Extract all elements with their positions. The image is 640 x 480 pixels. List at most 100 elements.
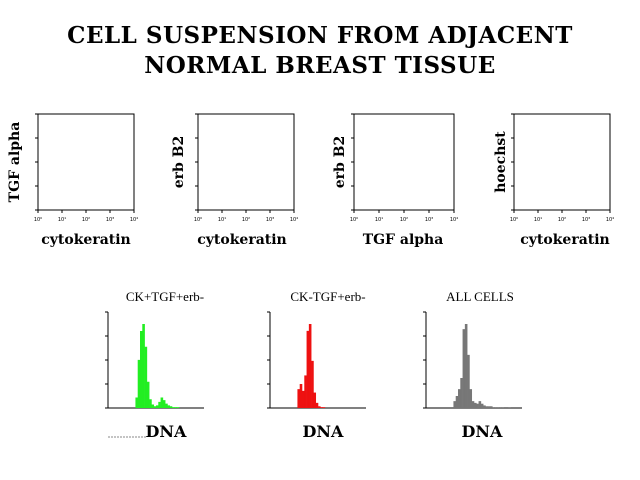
histogram-bar <box>135 397 139 408</box>
histogram-panel-3: ALL CELLS DNA <box>423 289 522 441</box>
histogram-bar <box>462 329 466 408</box>
histogram-bars <box>135 324 180 409</box>
x-tick-label: 10⁰ <box>350 217 358 223</box>
histogram-bar <box>320 407 323 408</box>
histogram-bar <box>158 401 161 409</box>
histogram-bar <box>153 406 157 408</box>
histogram-bars <box>297 324 326 408</box>
histogram-bar <box>478 401 482 408</box>
x-axis-label: cytokeratin <box>520 232 609 248</box>
histogram-bar <box>308 324 312 408</box>
histogram-bar <box>151 404 155 408</box>
histogram-bar <box>176 407 180 409</box>
histogram-bar <box>483 405 486 408</box>
scatter-panel-3: 10⁰ 10¹ 10² 10³ 10⁴ TGF alpha erb B2 <box>332 113 458 248</box>
figure-title-line-1: CELL SUSPENSION FROM ADJACENT <box>67 22 573 49</box>
histogram-bar <box>302 390 305 408</box>
x-tick-label: 10⁰ <box>510 217 518 223</box>
plot-frame <box>353 113 455 211</box>
y-axis-ticks <box>351 113 354 211</box>
histogram-bar <box>480 403 484 408</box>
y-axis-label: hoechst <box>493 131 509 193</box>
y-axis-label: erb B2 <box>332 136 348 189</box>
histogram-bar <box>469 389 473 408</box>
x-tick-label: 10³ <box>106 217 114 223</box>
histogram-bar <box>137 359 141 409</box>
x-tick-label: 10³ <box>425 217 433 223</box>
x-tick-label: 10⁰ <box>34 217 42 223</box>
x-axis-label: cytokeratin <box>197 232 286 248</box>
histogram-panel-1: CK+TGF+erb- DNA <box>105 289 204 441</box>
histogram-bar <box>490 406 493 408</box>
x-tick-label: 10¹ <box>534 217 542 223</box>
histogram-bar <box>165 403 168 409</box>
histogram-bar <box>297 389 301 408</box>
histogram-bar <box>460 378 463 408</box>
x-tick-label: 10² <box>558 217 566 223</box>
histogram-bar <box>318 406 321 408</box>
y-axis-ticks <box>195 113 198 211</box>
x-axis-label: DNA <box>146 422 188 441</box>
x-tick-label: 10⁴ <box>450 217 458 223</box>
histogram-bar <box>458 389 461 408</box>
histogram-bar <box>299 384 303 408</box>
histogram-bar <box>501 407 505 408</box>
histogram-bar <box>304 375 307 408</box>
x-axis-label: cytokeratin <box>41 232 130 248</box>
histogram-bar <box>453 401 457 408</box>
x-axis-ticks: 10⁰ 10¹ 10² 10³ 10⁴ <box>194 210 298 223</box>
histogram-bar <box>499 407 502 408</box>
x-tick-label: 10⁴ <box>290 217 298 223</box>
x-tick-label: 10⁰ <box>194 217 202 223</box>
histogram-bar <box>146 381 150 408</box>
x-axis-ticks: 10⁰ 10¹ 10² 10³ 10⁴ <box>350 210 458 223</box>
histogram-bar <box>174 407 177 409</box>
histogram-panel-2: CK-TGF+erb- DNA <box>267 289 366 441</box>
x-tick-label: 10¹ <box>375 217 383 223</box>
histogram-bar <box>169 406 173 408</box>
figure-title-line-2: NORMAL BREAST TISSUE <box>144 52 496 79</box>
x-tick-label: 10⁴ <box>606 217 614 223</box>
histogram-bar <box>313 392 317 408</box>
histogram-bar <box>144 346 148 408</box>
histogram-bar <box>508 407 511 408</box>
histogram-bar <box>311 360 314 408</box>
histogram-title: CK+TGF+erb- <box>126 289 204 304</box>
plot-frame <box>197 113 295 211</box>
x-axis-label: TGF alpha <box>363 232 444 248</box>
histogram-bar <box>467 354 470 408</box>
histogram-bar <box>476 403 479 408</box>
x-tick-label: 10² <box>400 217 408 223</box>
histogram-bar <box>306 330 310 408</box>
x-axis-label: DNA <box>303 422 345 441</box>
histogram-bar <box>494 407 498 408</box>
x-tick-label: 10² <box>82 217 90 223</box>
x-tick-label: 10² <box>242 217 250 223</box>
histogram-bar <box>492 407 495 408</box>
histogram-bar <box>162 400 166 409</box>
scatter-panel-2: 10⁰ 10¹ 10² 10³ 10⁴ cytokeratin erb B2 <box>171 113 298 248</box>
x-axis-label: DNA <box>462 422 504 441</box>
y-axis-label: erb B2 <box>171 136 187 189</box>
histogram-bar <box>496 407 500 408</box>
x-tick-label: 10¹ <box>58 217 66 223</box>
histogram-bars <box>453 324 511 408</box>
histogram-bar <box>322 407 326 408</box>
histogram-bar <box>464 324 468 408</box>
histogram-bar <box>487 406 491 408</box>
histogram-bar <box>172 407 175 409</box>
x-tick-label: 10³ <box>266 217 274 223</box>
histogram-bar <box>140 331 143 408</box>
histogram-bar <box>160 397 164 408</box>
x-tick-label: 10¹ <box>218 217 226 223</box>
histogram-bar <box>471 401 475 408</box>
histogram-bar <box>167 405 171 409</box>
histogram-bar <box>315 402 319 408</box>
histogram-bar <box>149 399 152 408</box>
